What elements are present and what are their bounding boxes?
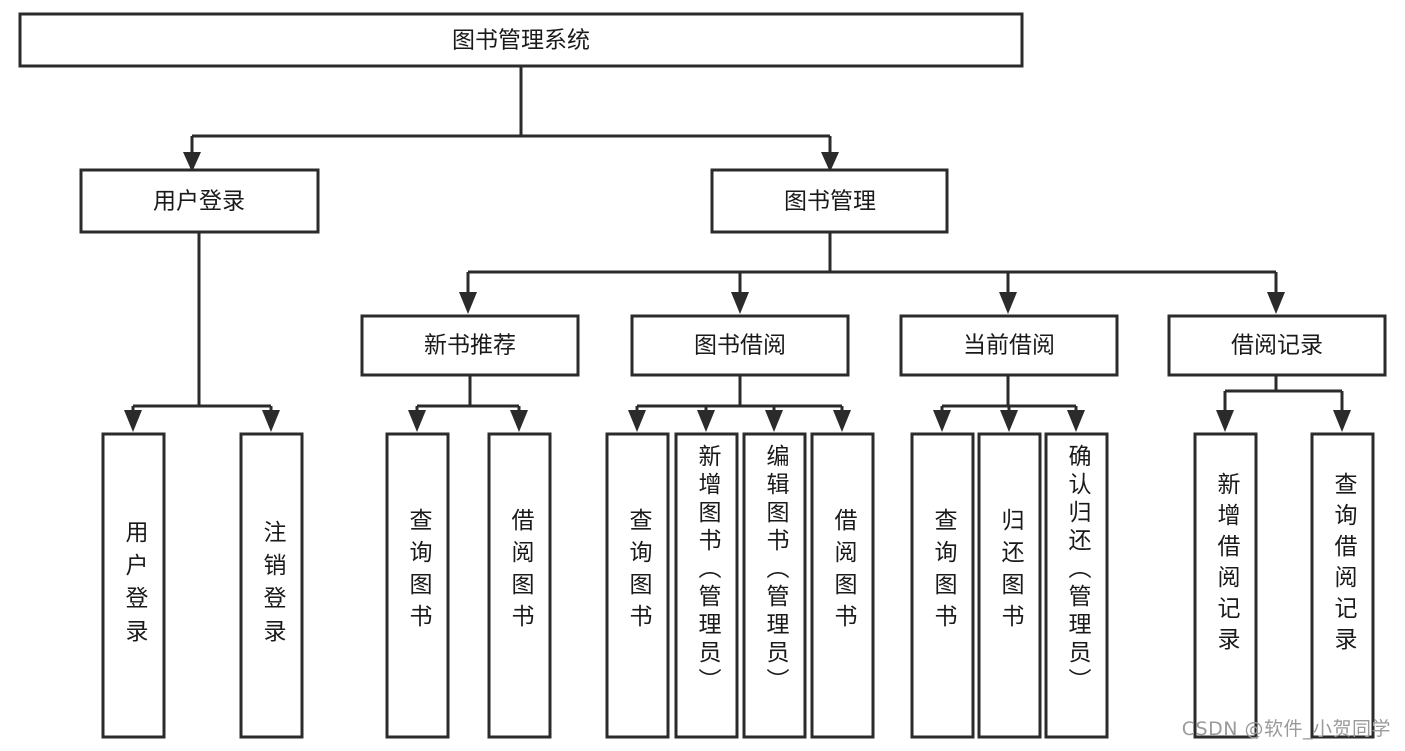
arrow-head-icon (833, 410, 851, 432)
arrow-head-icon (408, 410, 426, 432)
arrow-head-icon (765, 410, 783, 432)
arrow-head-icon (628, 410, 646, 432)
arrow-head-icon (731, 292, 749, 314)
node-book-manage-label: 图书管理 (784, 189, 876, 215)
node-leaf-query-book-3-label: 查询图书 (930, 508, 958, 636)
connector-userlogin-to-leaves (124, 232, 280, 432)
node-root[interactable]: 图书管理系统 (18, 12, 1024, 68)
node-borrow-record-label: 借阅记录 (1231, 333, 1323, 359)
node-leaf-edit-book-label: 编辑图书（管理员） (762, 444, 790, 696)
arrow-head-icon (933, 410, 951, 432)
node-leaf-query-book-3[interactable]: 查询图书 (910, 432, 975, 739)
connector-bookborrow-to-leaves (628, 375, 851, 432)
connector-borrowrecord-to-leaves (1216, 375, 1351, 432)
node-current-borrow[interactable]: 当前借阅 (899, 314, 1119, 377)
node-leaf-query-record[interactable]: 查询借阅记录 (1310, 432, 1375, 739)
arrow-head-icon (1333, 410, 1351, 432)
node-user-login[interactable]: 用户登录 (79, 168, 320, 234)
node-borrow-record[interactable]: 借阅记录 (1167, 314, 1387, 377)
node-leaf-query-book-1[interactable]: 查询图书 (385, 432, 450, 739)
node-leaf-edit-book[interactable]: 编辑图书（管理员） (742, 432, 807, 739)
arrow-head-icon (459, 292, 477, 314)
node-leaf-user-login[interactable]: 用户登录 (101, 432, 166, 739)
node-leaf-return-book-label: 归还图书 (997, 508, 1025, 636)
arrow-head-icon (124, 410, 142, 432)
node-leaf-add-book[interactable]: 新增图书（管理员） (674, 432, 739, 739)
arrow-head-icon (821, 152, 839, 172)
arrow-head-icon (1067, 410, 1085, 432)
arrow-head-icon (1000, 410, 1018, 432)
connector-newbook-to-leaves (408, 375, 528, 432)
arrow-head-icon (183, 152, 201, 172)
node-leaf-query-book-1-label: 查询图书 (405, 508, 433, 636)
node-leaf-return-book[interactable]: 归还图书 (977, 432, 1042, 739)
arrow-head-icon (510, 410, 528, 432)
arrow-head-icon (697, 410, 715, 432)
node-book-borrow-label: 图书借阅 (694, 333, 786, 359)
node-leaf-confirm-return[interactable]: 确认归还（管理员） (1044, 432, 1109, 739)
node-leaf-query-book-2[interactable]: 查询图书 (605, 432, 670, 739)
arrow-head-icon (1267, 292, 1285, 314)
node-leaf-query-book-2-label: 查询图书 (625, 508, 653, 636)
connector-bookmanage-to-level3 (459, 232, 1285, 314)
node-new-book-recommend-label: 新书推荐 (424, 333, 516, 359)
node-leaf-confirm-return-label: 确认归还（管理员） (1064, 444, 1092, 696)
node-leaf-logout[interactable]: 注销登录 (239, 432, 304, 739)
node-leaf-user-login-label: 用户登录 (121, 520, 149, 652)
watermark-text: CSDN @软件_小贺同学 (1181, 718, 1391, 740)
node-leaf-borrow-book-2[interactable]: 借阅图书 (810, 432, 875, 739)
node-leaf-borrow-book-1-label: 借阅图书 (507, 508, 535, 636)
node-book-manage[interactable]: 图书管理 (710, 168, 949, 234)
connector-currentborrow-to-leaves (933, 375, 1085, 432)
arrow-head-icon (1216, 410, 1234, 432)
node-leaf-borrow-book-1[interactable]: 借阅图书 (487, 432, 552, 739)
node-leaf-query-record-label: 查询借阅记录 (1330, 472, 1358, 658)
arrow-head-icon (262, 410, 280, 432)
node-root-label: 图书管理系统 (452, 28, 590, 54)
arrow-head-icon (999, 292, 1017, 314)
node-leaf-borrow-book-2-label: 借阅图书 (830, 508, 858, 636)
node-leaf-add-record[interactable]: 新增借阅记录 (1193, 432, 1258, 739)
node-leaf-logout-label: 注销登录 (259, 520, 287, 652)
node-book-borrow[interactable]: 图书借阅 (630, 314, 850, 377)
connector-root-to-level2 (183, 66, 839, 172)
node-leaf-add-book-label: 新增图书（管理员） (694, 444, 722, 696)
node-user-login-label: 用户登录 (153, 189, 245, 215)
node-new-book-recommend[interactable]: 新书推荐 (360, 314, 580, 377)
node-current-borrow-label: 当前借阅 (963, 333, 1055, 359)
node-leaf-add-record-label: 新增借阅记录 (1213, 472, 1241, 658)
